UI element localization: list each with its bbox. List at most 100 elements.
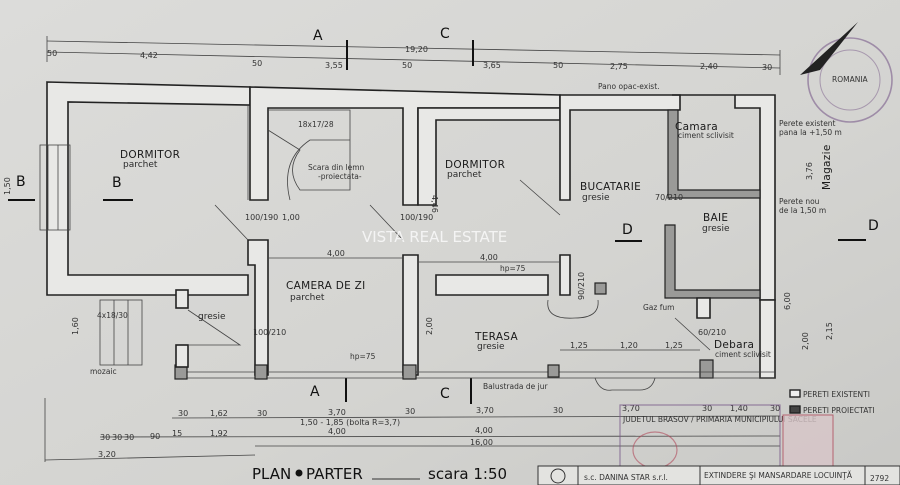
dim-bottom: 30 bbox=[112, 433, 122, 442]
watermark: VISTA REAL ESTATE bbox=[362, 228, 507, 246]
wall-note: Perete nou bbox=[779, 197, 820, 206]
dim-bottom: 3,70 bbox=[476, 406, 494, 415]
sill-note: hp=75 bbox=[350, 352, 376, 361]
dim-top: 50 bbox=[553, 61, 563, 70]
project-name: EXTINDERE ŞI MANSARDARE LOCUINŢĂ bbox=[704, 471, 853, 480]
room-floor: parchet bbox=[447, 170, 482, 180]
pano-note: Pano opac-exist. bbox=[598, 82, 660, 91]
dim-interior: 2,15 bbox=[825, 322, 834, 340]
title-block: s.c. DANINA STAR s.r.l. EXTINDERE ŞI MAN… bbox=[537, 465, 900, 485]
dim-interior: 100/190 bbox=[400, 213, 433, 222]
dim-interior: 1,25 bbox=[570, 341, 588, 350]
room-name: CAMERA DE ZI bbox=[286, 280, 366, 292]
dim-interior: 2,00 bbox=[425, 317, 434, 335]
dim-bottom: 3,70 bbox=[328, 408, 346, 417]
legend-existing: PERETI EXISTENTI bbox=[803, 390, 870, 399]
dim-interior: 4,00 bbox=[480, 253, 498, 262]
floor-note: mozaic bbox=[90, 367, 117, 376]
dim-bottom: 15 bbox=[172, 429, 182, 438]
project-number: 2792 bbox=[870, 474, 889, 483]
room-floor: gresie bbox=[477, 342, 505, 352]
stair-note: -proiectata- bbox=[318, 172, 362, 181]
section-c-bottom: C bbox=[440, 386, 450, 402]
room-name: Magazie bbox=[821, 144, 833, 190]
interior-dimensions: 4,00 4,00 1,00 100/190 100/190 100/210 9… bbox=[3, 162, 834, 351]
dim-interior: 100/210 bbox=[253, 328, 286, 337]
drawing-title: PLAN PARTER scara 1:50 bbox=[252, 465, 507, 483]
section-d-right: D bbox=[868, 218, 879, 234]
balustrade-note: Balustrada de jur bbox=[483, 382, 548, 391]
room-floor: gresie bbox=[702, 224, 730, 234]
stair-steps: 18x17/28 bbox=[298, 120, 334, 129]
stamp-text: JUDETUL BRASOV / PRIMARIA MUNICIPIULUI S… bbox=[622, 415, 817, 424]
gas-note: Gaz fum bbox=[643, 303, 674, 312]
floor-note: gresie bbox=[198, 312, 226, 322]
north-arrow-icon bbox=[800, 22, 858, 75]
company-name: s.c. DANINA STAR s.r.l. bbox=[584, 473, 668, 482]
section-c-top: C bbox=[440, 26, 450, 42]
dim-bottom: 30 bbox=[100, 433, 110, 442]
dim-interior: 6,00 bbox=[783, 292, 792, 310]
dim-top: 4,42 bbox=[140, 51, 158, 60]
dim-bottom: 3,70 bbox=[622, 404, 640, 413]
dim-bottom: 30 bbox=[702, 404, 712, 413]
dim-top: 30 bbox=[762, 63, 772, 72]
dim-interior: 1,20 bbox=[620, 341, 638, 350]
dim-interior: 90/210 bbox=[577, 272, 586, 300]
room-name: DORMITOR bbox=[445, 159, 505, 171]
room-floor: ciment sclivisit bbox=[678, 131, 734, 140]
dim-top: 2,40 bbox=[700, 62, 718, 71]
company-logo-icon bbox=[550, 468, 566, 484]
dim-top: 50 bbox=[402, 61, 412, 70]
room-floor: parchet bbox=[123, 160, 158, 170]
dim-bottom-total: 16,00 bbox=[470, 438, 493, 447]
stair-note: Scara din lemn bbox=[308, 163, 365, 172]
dim-bottom: 30 bbox=[257, 409, 267, 418]
wall-note: Perete existent bbox=[779, 119, 836, 128]
sill-note: hp=75 bbox=[500, 264, 526, 273]
dim-interior: 4,46 bbox=[430, 195, 439, 213]
wall-note: de la 1,50 m bbox=[779, 206, 826, 215]
wall-note: pana la +1,50 m bbox=[779, 128, 842, 137]
room-name: BUCATARIE bbox=[580, 181, 641, 193]
walls bbox=[39, 81, 776, 391]
room-name: BAIE bbox=[703, 212, 728, 224]
dim-top: 50 bbox=[47, 49, 57, 58]
section-a-bottom: A bbox=[310, 384, 320, 400]
dim-top: 3,55 bbox=[325, 61, 343, 70]
dim-interior: 1,60 bbox=[71, 317, 80, 335]
annotations: Scara din lemn -proiectata- 18x17/28 Pan… bbox=[90, 82, 842, 391]
steps-note: 4x18/30 bbox=[97, 311, 128, 320]
dim-bottom: 30 bbox=[770, 404, 780, 413]
section-markers: A C A C B B D D bbox=[8, 26, 879, 404]
room-floor: ciment sclivisit bbox=[715, 350, 771, 359]
dim-interior: 100/190 bbox=[245, 213, 278, 222]
dim-bottom: 4,00 bbox=[475, 426, 493, 435]
dim-bottom: 4,00 bbox=[328, 427, 346, 436]
dim-bolta: 1,50 - 1,85 (bolta R=3,7) bbox=[300, 418, 400, 427]
dim-interior: 60/210 bbox=[698, 328, 726, 337]
room-floor: parchet bbox=[290, 293, 325, 303]
legend-projected: PERETI PROIECTATI bbox=[803, 406, 875, 415]
dim-bottom: 1,40 bbox=[730, 404, 748, 413]
dim-interior: 1,25 bbox=[665, 341, 683, 350]
dim-interior: 4,00 bbox=[327, 249, 345, 258]
dim-bottom: 1,92 bbox=[210, 429, 228, 438]
dim-top: 50 bbox=[252, 59, 262, 68]
section-b-inner: B bbox=[112, 175, 122, 191]
room-floor: gresie bbox=[582, 193, 610, 203]
dim-bottom: 30 bbox=[124, 433, 134, 442]
dim-interior: 3,76 bbox=[805, 162, 814, 180]
dim-bottom: 30 bbox=[405, 407, 415, 416]
title-plan: PLAN bbox=[252, 465, 291, 483]
dim-bottom: 1,62 bbox=[210, 409, 228, 418]
room-name: DORMITOR bbox=[120, 149, 180, 161]
dim-bottom: 30 bbox=[178, 409, 188, 418]
section-a-top: A bbox=[313, 28, 323, 44]
dim-interior: 70/210 bbox=[655, 193, 683, 202]
bottom-dimensions: 30 1,62 30 3,70 30 3,70 30 3,70 30 1,40 … bbox=[44, 398, 780, 462]
dim-interior: 2,00 bbox=[801, 332, 810, 350]
room-name: TERASA bbox=[474, 331, 518, 343]
dim-top: 2,75 bbox=[610, 62, 628, 71]
